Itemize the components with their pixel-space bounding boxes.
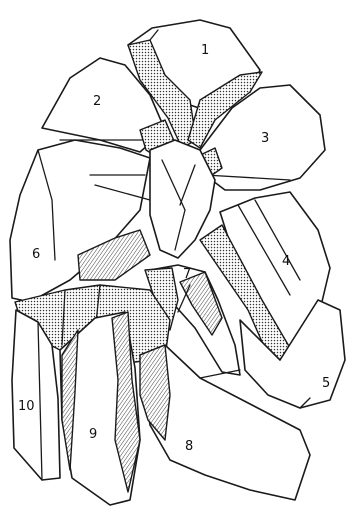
label-segment-5: 5 — [322, 376, 330, 391]
label-segment-7: 7 — [183, 267, 191, 282]
label-segment-9: 9 — [89, 427, 97, 442]
label-segment-2: 2 — [93, 94, 101, 109]
label-segment-3: 3 — [261, 131, 269, 146]
label-segment-6: 6 — [32, 247, 40, 262]
label-segment-4: 4 — [282, 254, 290, 269]
segment-9 — [60, 312, 140, 505]
label-segment-8: 8 — [185, 439, 193, 454]
label-segment-1: 1 — [201, 43, 209, 58]
segment-6 — [10, 140, 150, 302]
label-segment-10: 10 — [18, 399, 35, 414]
